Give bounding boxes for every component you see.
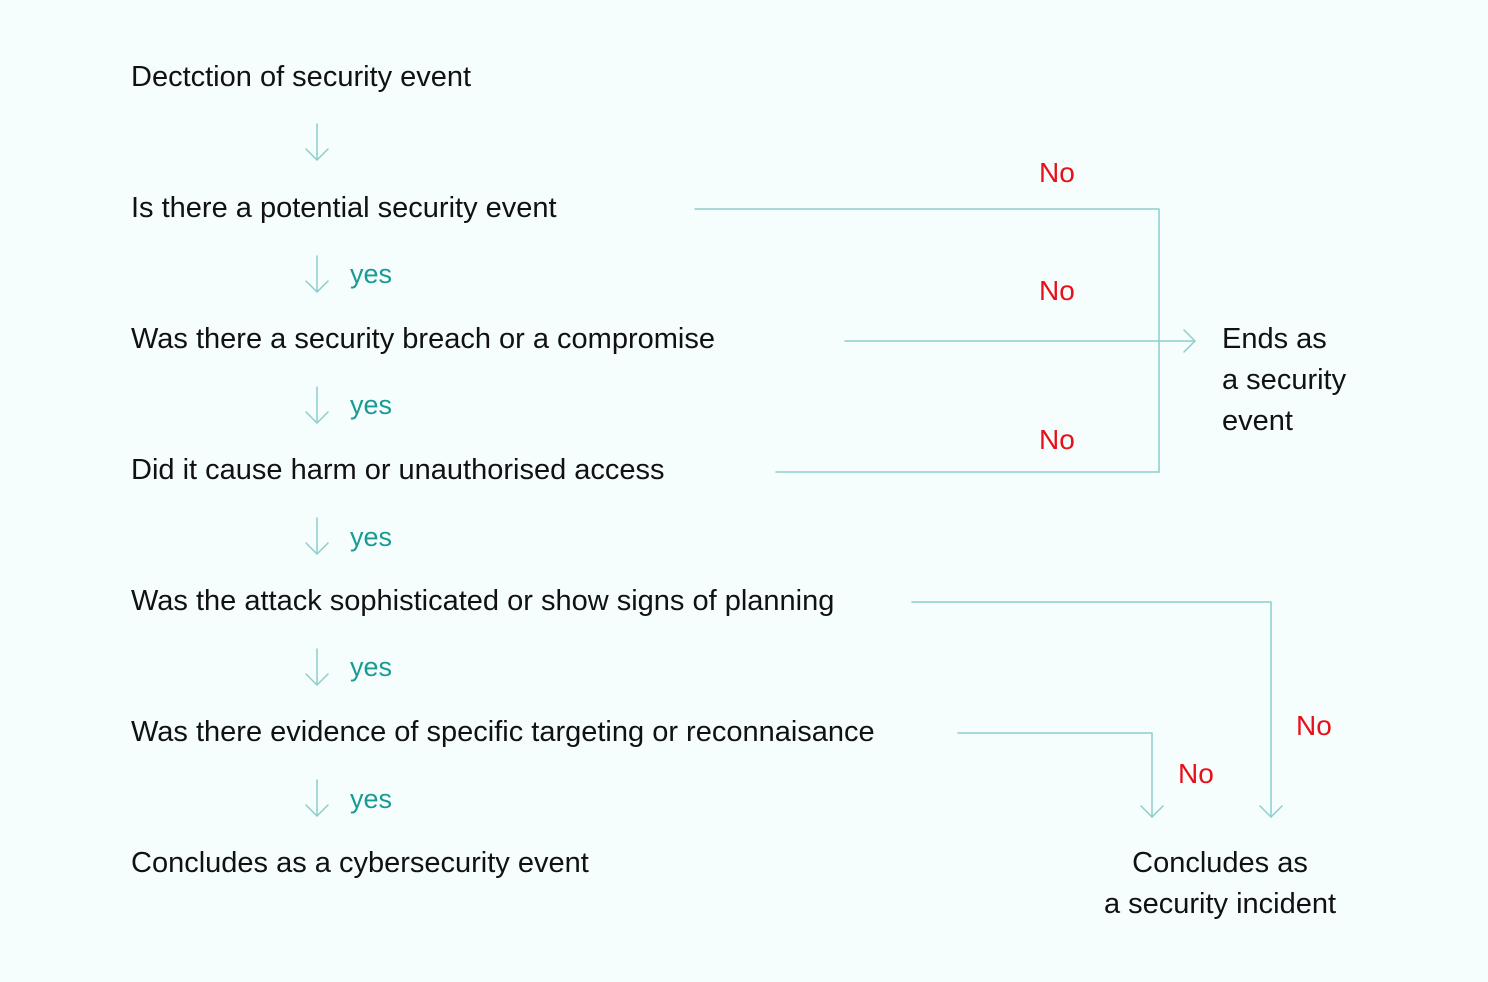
no-branch-potential-line [694,208,1160,473]
outcome-security-event: Ends as a security event [1222,319,1346,442]
outcome-security-incident-line-2: a security incident [1103,888,1337,920]
down-arrow-3 [305,386,329,424]
step-potential-event: Is there a potential security event [131,192,557,224]
outcome-security-event-line-1: Ends as [1222,323,1327,355]
step-detection: Dectction of security event [131,61,472,93]
step-targeting: Was there evidence of specific targeting… [131,716,875,748]
down-arrow-5 [305,648,329,686]
down-arrow-2 [305,255,329,293]
yes-label-3: yes [350,522,393,552]
step-sophisticated: Was the attack sophisticated or show sig… [131,585,835,617]
down-arrow-6 [305,779,329,817]
no-label-potential: No [1039,157,1075,188]
no-label-sophisticated: No [1296,710,1332,741]
outcome-security-event-line-3: event [1222,405,1293,437]
step-breach: Was there a security breach or a comprom… [131,323,715,355]
step-cybersecurity-event: Concludes as a cybersecurity event [131,847,589,879]
down-arrow-1 [305,123,329,161]
yes-label-4: yes [350,652,393,682]
yes-label-1: yes [350,259,393,289]
yes-label-2: yes [350,390,393,420]
step-harm: Did it cause harm or unauthorised access [131,454,665,486]
no-label-breach: No [1039,275,1075,306]
no-branch-targeting-arrow [957,732,1164,818]
down-arrow-4 [305,517,329,555]
yes-label-5: yes [350,784,393,814]
no-label-targeting: No [1178,758,1214,789]
outcome-security-incident: Concludes as a security incident [1070,843,1370,925]
no-branch-breach-arrow [844,329,1196,353]
outcome-security-event-line-2: a security [1222,364,1347,396]
no-label-harm: No [1039,424,1075,455]
no-branch-sophisticated-arrow [911,601,1283,818]
outcome-security-incident-line-1: Concludes as [1132,847,1308,879]
